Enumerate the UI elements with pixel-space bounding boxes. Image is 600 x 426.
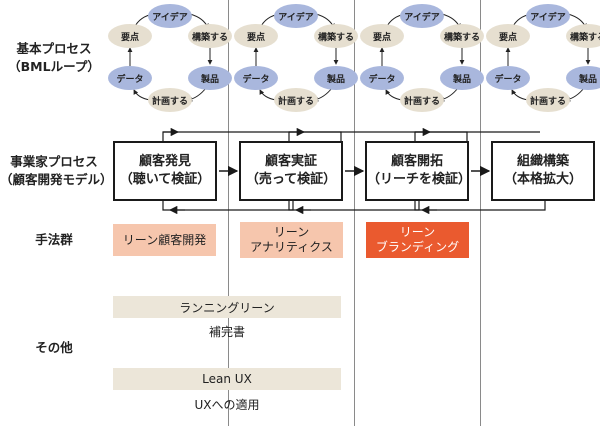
- stage-connectors: [162, 127, 546, 215]
- bml-node-data: データ: [360, 66, 404, 90]
- method-lean-branding: リーン ブランディング: [366, 222, 469, 258]
- bml-node-product: 製品: [440, 66, 484, 90]
- bml-node-build: 構築する: [188, 24, 232, 48]
- stage-title: 組織構築: [516, 154, 569, 169]
- bml-loop: アイデア 構築する 製品 計画する データ 要点: [360, 2, 484, 112]
- bml-node-learn: 要点: [486, 24, 530, 48]
- bml-node-measure: 計画する: [274, 88, 318, 112]
- column-divider: [228, 0, 229, 426]
- bml-node-learn: 要点: [234, 24, 278, 48]
- bml-node-product: 製品: [566, 66, 600, 90]
- bml-node-learn: 要点: [108, 24, 152, 48]
- bml-node-measure: 計画する: [148, 88, 192, 112]
- stage-title: 顧客開拓: [390, 154, 443, 169]
- bml-node-measure: 計画する: [400, 88, 444, 112]
- stage-title: 顧客実証: [264, 154, 317, 169]
- bml-loop: アイデア 構築する 製品 計画する データ 要点: [234, 2, 358, 112]
- stage-subtitle: （売って検証）: [245, 172, 337, 187]
- stage-box-customer-creation: 顧客開拓 （リーチを検証）: [365, 141, 472, 201]
- stage-box-customer-validation: 顧客実証 （売って検証）: [239, 141, 343, 201]
- stage-subtitle: （リーチを検証）: [367, 172, 472, 187]
- bml-node-data: データ: [486, 66, 530, 90]
- bml-loop: アイデア 構築する 製品 計画する データ 要点: [486, 2, 600, 112]
- stage-subtitle: （聴いて検証）: [119, 172, 211, 187]
- bml-node-idea: アイデア: [274, 4, 318, 28]
- stage-box-company-building: 組織構築 （本格拡大）: [491, 141, 595, 201]
- method-lean-analytics: リーン アナリティクス: [240, 222, 343, 258]
- column-divider: [354, 0, 355, 426]
- row-label-other: その他: [35, 340, 73, 355]
- bml-node-product: 製品: [188, 66, 232, 90]
- bml-node-build: 構築する: [440, 24, 484, 48]
- bml-node-idea: アイデア: [526, 4, 570, 28]
- bml-node-product: 製品: [314, 66, 358, 90]
- bml-node-data: データ: [108, 66, 152, 90]
- stage-title: 顧客発見: [138, 154, 191, 169]
- bml-node-data: データ: [234, 66, 278, 90]
- row-label-entrepreneur-process: 事業家プロセス （顧客開発モデル）: [0, 154, 113, 187]
- bar-running-lean: ランニングリーン: [113, 296, 341, 318]
- stage-subtitle: （本格拡大）: [503, 172, 582, 187]
- bml-node-idea: アイデア: [148, 4, 192, 28]
- bml-node-build: 構築する: [314, 24, 358, 48]
- row-label-basic-process: 基本プロセス （BMLループ）: [8, 41, 100, 74]
- column-divider: [480, 0, 481, 426]
- stage-box-customer-discovery: 顧客発見 （聴いて検証）: [113, 141, 217, 201]
- method-lean-customer-development: リーン顧客開発: [113, 224, 216, 256]
- label-supplement: 補完書: [208, 325, 245, 339]
- bml-node-measure: 計画する: [526, 88, 570, 112]
- bml-node-learn: 要点: [360, 24, 404, 48]
- bml-node-build: 構築する: [566, 24, 600, 48]
- bml-node-idea: アイデア: [400, 4, 444, 28]
- bml-loop: アイデア 構築する 製品 計画する データ 要点: [108, 2, 232, 112]
- label-ux-application: UXへの適用: [194, 398, 260, 412]
- bar-lean-ux: Lean UX: [113, 368, 341, 390]
- row-label-methods: 手法群: [35, 232, 73, 247]
